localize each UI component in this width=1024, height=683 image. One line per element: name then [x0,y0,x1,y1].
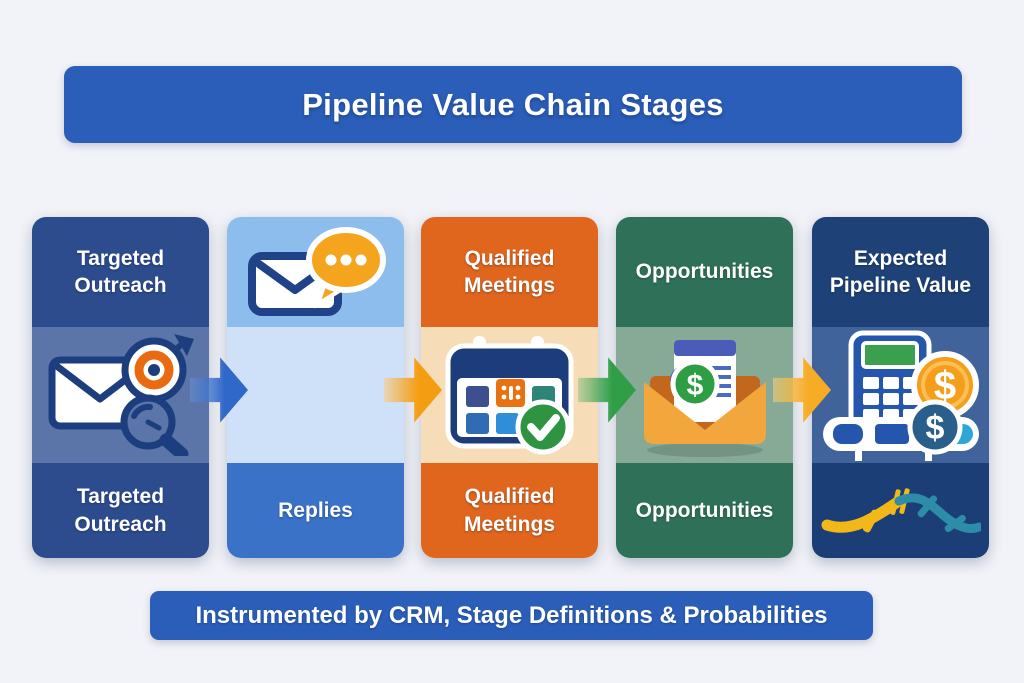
svg-text:$: $ [933,364,955,408]
stage-title: Qualified Meetings [463,246,555,297]
stage-icon-band [32,327,209,463]
stage-icon-band: $ [616,327,793,463]
header-banner: Pipeline Value Chain Stages [64,66,962,143]
stage-bottom-band: Targeted Outreach [32,463,209,558]
pipeline-icon [821,487,981,533]
stage-label: Replies [278,498,353,522]
stage-card-opportunities: Opportunities $ Opportunities [616,217,793,558]
stage-label: Opportunities [635,498,774,522]
stage-top-band: Targeted Outreach [32,217,209,327]
stage-title: Opportunities [635,260,774,284]
stage-bottom-band: Replies [227,463,404,558]
stage-bottom-band: Qualified Meetings [421,463,598,558]
stage-top-band: Qualified Meetings [421,217,598,327]
page-title: Pipeline Value Chain Stages [302,86,724,122]
stage-label: Qualified Meetings [463,485,555,536]
stage-icon-band [421,327,598,463]
stage-icon-band [227,217,404,327]
stage-title: Targeted Outreach [74,246,167,297]
envelope-chat-bubble-icon [247,227,386,316]
stage-card-targeted-outreach: Targeted Outreach Targeted Outreach [32,217,209,558]
stage-title: Expected Pipeline Value [829,246,972,297]
stage-card-replies: Replies [227,217,404,558]
footer-banner: Instrumented by CRM, Stage Definitions &… [150,591,873,640]
footer-caption: Instrumented by CRM, Stage Definitions &… [195,601,828,629]
calculator-coins-icon: $ $ [822,330,979,461]
stage-bottom-band: Opportunities [616,463,793,558]
stage-card-qualified-meetings: Qualified Meetings [421,217,598,558]
stage-icon-band: $ $ [812,327,989,463]
envelope-target-magnifier-icon [48,334,194,456]
calendar-check-icon [445,336,574,455]
stage-top-band: Opportunities [616,217,793,327]
svg-text:$: $ [925,409,944,447]
envelope-dollar-icon: $ [643,340,766,457]
stage-spacer-band [227,327,404,463]
stage-top-band: Expected Pipeline Value [812,217,989,327]
svg-text:$: $ [686,369,703,402]
stage-bottom-band [812,463,989,558]
stage-label: Targeted Outreach [74,485,167,536]
stage-card-expected-pipeline-value: Expected Pipeline Value [812,217,989,558]
